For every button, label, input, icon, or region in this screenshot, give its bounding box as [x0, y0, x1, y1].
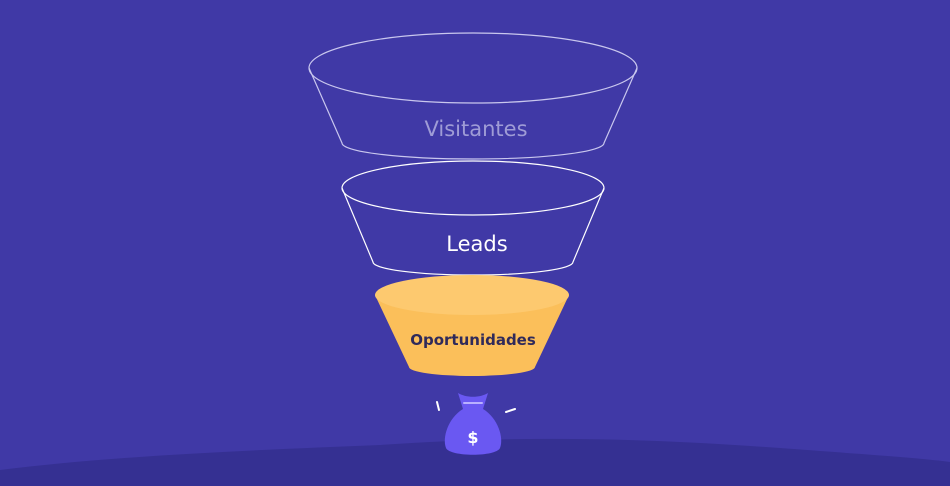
funnel-stage-visitantes-label: Visitantes — [424, 117, 527, 141]
funnel-stage-oportunidades-rim — [375, 275, 569, 315]
funnel-stage-leads: Leads — [341, 160, 605, 276]
money-bag-body — [444, 409, 502, 455]
funnel-stage-visitantes: Visitantes — [308, 32, 638, 160]
money-bag-knot — [458, 393, 488, 409]
funnel-stage-leads-label: Leads — [446, 232, 507, 256]
ground-hill — [0, 438, 950, 486]
funnel-stage-oportunidades-body — [375, 295, 569, 376]
spark-right — [505, 408, 516, 413]
funnel-stage-visitantes-rim — [308, 32, 638, 104]
money-bag-icon: $ — [436, 393, 516, 455]
funnel-stage-visitantes-body — [308, 67, 638, 160]
funnel-stage-leads-body — [341, 187, 605, 276]
funnel-stage-oportunidades-label: Oportunidades — [410, 331, 536, 349]
money-bag-dollar-symbol: $ — [467, 428, 478, 447]
spark-left — [436, 401, 440, 411]
funnel-stage-leads-rim — [341, 160, 605, 216]
funnel-stage-oportunidades: Oportunidades — [375, 275, 569, 376]
